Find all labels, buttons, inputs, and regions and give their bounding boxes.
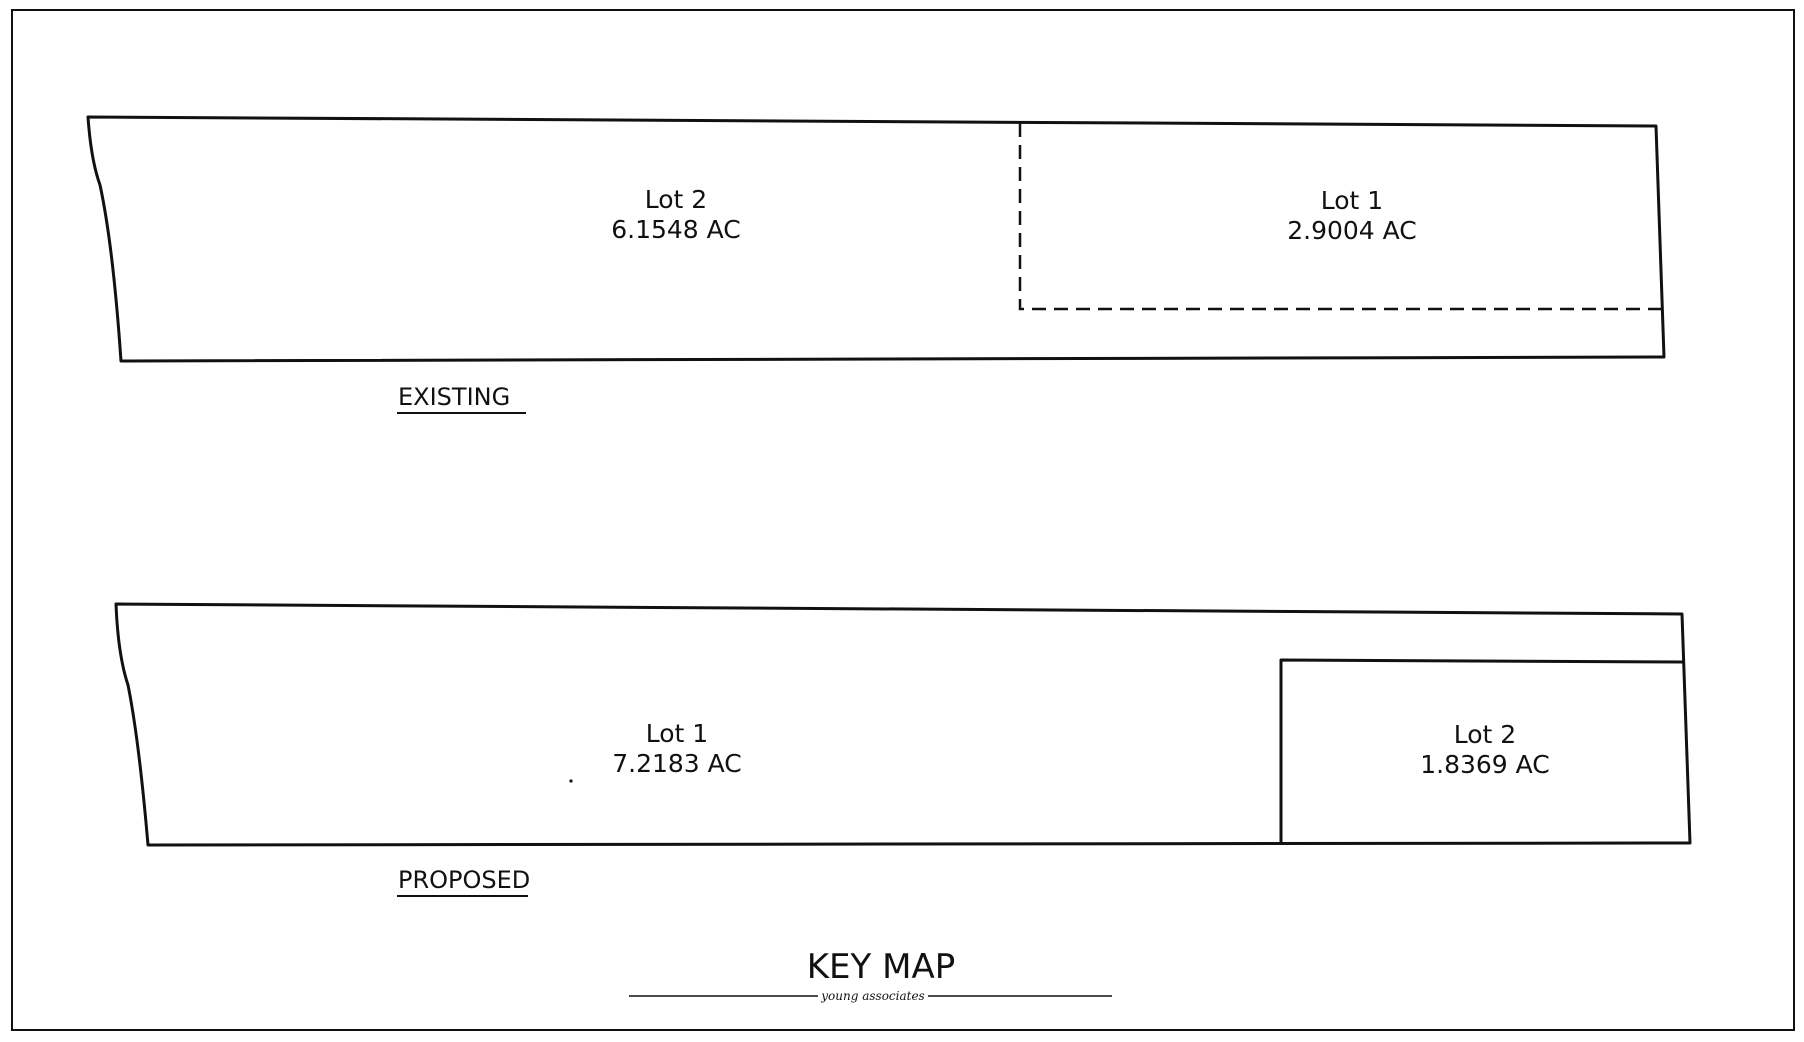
drawing-frame <box>11 9 1795 1031</box>
proposed-parcel-outline <box>114 602 1692 847</box>
proposed-lot-1: Lot 1 7.2183 AC <box>612 719 742 778</box>
proposed-lot-2-area: 1.8369 AC <box>1420 750 1550 779</box>
proposed-lot-1-area: 7.2183 AC <box>612 749 742 778</box>
proposed-lot-1-name: Lot 1 <box>646 719 708 748</box>
proposed-label: PROPOSED <box>398 866 530 894</box>
existing-lot-1-name: Lot 1 <box>1321 186 1383 215</box>
credit-text: young associates <box>820 989 924 1003</box>
stray-mark <box>569 779 573 783</box>
existing-lot-1-area: 2.9004 AC <box>1287 216 1417 245</box>
existing-parcel-outline <box>86 115 1666 363</box>
key-map-title: KEY MAP <box>807 947 955 987</box>
proposed-lot-line <box>1279 658 1684 842</box>
title-block: KEY MAP young associates <box>629 947 1112 1003</box>
existing-lot-1: Lot 1 2.9004 AC <box>1287 186 1417 245</box>
proposed-lot-2: Lot 2 1.8369 AC <box>1420 720 1550 779</box>
existing-lot-2-area: 6.1548 AC <box>611 215 741 244</box>
existing-lot-2-name: Lot 2 <box>645 185 707 214</box>
existing-lot-2: Lot 2 6.1548 AC <box>611 185 741 244</box>
existing-plan: Lot 2 6.1548 AC Lot 1 2.9004 AC EXISTING <box>86 115 1666 414</box>
existing-label: EXISTING <box>398 383 510 411</box>
existing-lot-line-dashed <box>1018 123 1662 311</box>
proposed-plan: Lot 1 7.2183 AC Lot 2 1.8369 AC PROPOSED <box>114 602 1692 897</box>
proposed-lot-2-name: Lot 2 <box>1454 720 1516 749</box>
